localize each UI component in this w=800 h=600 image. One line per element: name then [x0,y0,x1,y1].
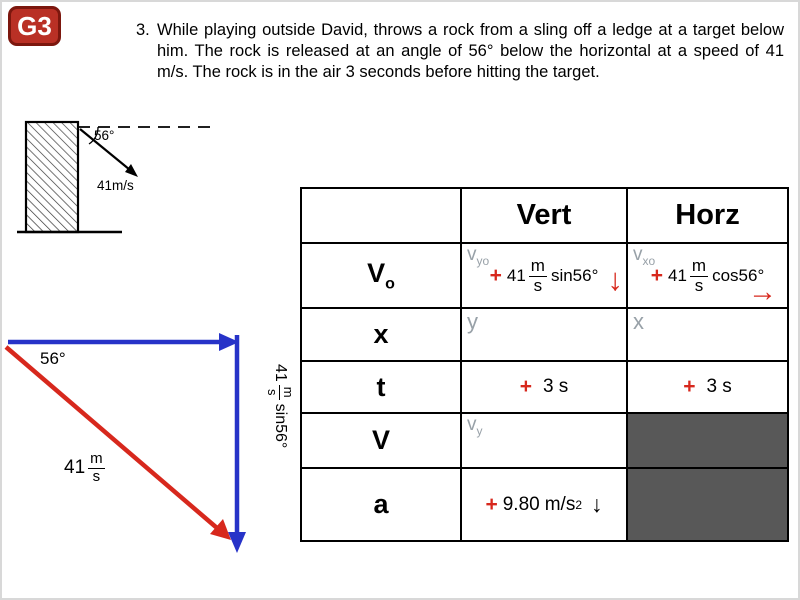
plus-sign: + [519,375,532,398]
cell-a-horz-blocked [626,467,789,542]
ghost-var-letter: v [467,414,477,435]
row-label-x: x [300,307,462,362]
a-vert-unit: m/s [544,493,576,515]
v0-horz-trig: cos56° [712,265,765,285]
table-row-v: V vy [300,412,789,469]
launch-velocity-arrow [79,128,131,171]
horizontal-component-arrowhead [219,333,239,351]
resultant-speed-unit-fraction: m s [88,451,105,485]
cell-v-vert: vy [460,412,628,469]
ledge-diagram: 56° 41m/s [17,120,212,234]
ghost-var-letter: v [467,244,477,265]
cell-x-horz: x [626,307,789,362]
vertical-component-trig: sin56° [272,403,290,449]
vertical-component-unit-fraction: m s [265,384,296,400]
unit-denominator: s [265,388,281,396]
v0-label-main: V [367,257,386,288]
a-vert-exponent: 2 [575,497,583,512]
vertical-component-expression-label: 41 m s sin56° [265,364,296,449]
header-empty-cell [300,187,462,244]
a-vert-value: 9.80 [502,493,540,515]
plus-sign: + [485,492,498,516]
plus-sign: + [489,263,502,287]
row-label-v0: Vo [300,242,462,309]
problem-text: While playing outside David, throws a ro… [157,21,784,81]
ghost-var-subscript: y [476,423,483,438]
ghost-var-vxo: vxo [633,244,656,268]
table-row-x: x y x [300,307,789,362]
t-vert-value: 3 s [542,376,569,397]
v0-label-sub: o [385,275,395,293]
cliff-wall [24,120,80,234]
plus-sign: + [683,375,696,398]
unit-numerator: m [528,255,547,277]
plus-sign: + [650,263,663,287]
ledge-angle-label: 56° [94,128,114,143]
t-horz-value: 3 s [706,376,732,397]
resultant-speed-label: 41 m s [64,451,109,485]
ghost-var-y: y [467,309,478,334]
row-label-t: t [300,360,462,414]
right-arrow-icon: → [748,276,777,308]
ghost-var-letter: v [633,244,643,265]
unit-numerator: m [689,255,709,277]
v0-vert-trig: sin56° [550,265,599,285]
v0-horz-value: 41 [668,265,687,285]
vertical-component-value: 41 [272,364,290,382]
row-label-a: a [300,467,462,542]
unit-numerator: m [279,384,296,400]
ghost-var-subscript: xo [642,253,656,268]
unit-numerator: m [88,450,105,469]
table-header-row: Vert Horz [300,187,789,244]
ghost-var-subscript: yo [476,253,490,268]
launch-velocity-arrowhead [125,164,138,177]
v0-vert-value: 41 [506,265,526,285]
cell-t-vert: +3 s [460,360,628,414]
triangle-angle-label: 56° [40,349,66,368]
cell-v-horz-blocked [626,412,789,469]
ghost-var-vyo: vyo [467,244,490,268]
resultant-speed-value: 41 [64,456,86,478]
problem-statement: 3. While playing outside David, throws a… [136,20,784,83]
cell-x-vert: y [460,307,628,362]
header-horz: Horz [626,187,789,244]
row-label-v: V [300,412,462,469]
vector-triangle-diagram: 56° [4,333,246,553]
problem-number: 3. [136,21,150,39]
resultant-velocity-arrowhead [210,519,231,540]
vertical-component-arrowhead [228,532,246,553]
ghost-var-x: x [633,309,644,334]
down-arrow-icon: ↓ [607,262,624,297]
unit-denominator: s [92,467,101,485]
unit-denominator: s [533,275,543,295]
header-vert: Vert [460,187,628,244]
ghost-var-vy: vy [467,414,483,438]
unit-denominator: s [694,275,704,295]
resultant-velocity-vector [4,345,219,530]
t-horz-expression: +3 s [683,375,732,399]
down-arrow-icon: ↓ [591,491,603,517]
cell-t-horz: +3 s [626,360,789,414]
table-row-t: t +3 s +3 s [300,360,789,414]
angle-arc [88,126,99,145]
group-badge: G3 [8,6,61,46]
t-vert-expression: +3 s [520,375,569,399]
ledge-speed-label: 41m/s [97,178,134,193]
